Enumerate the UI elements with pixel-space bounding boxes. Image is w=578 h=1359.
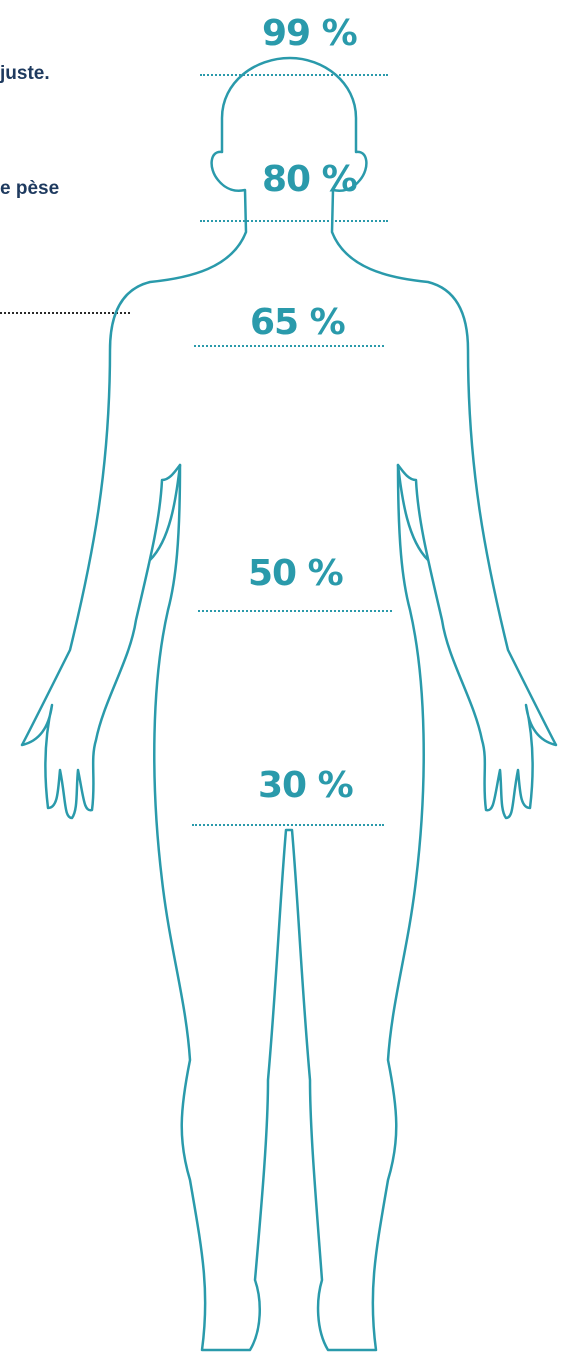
percent-label-80: 80 % <box>262 162 357 198</box>
body-outline-path <box>22 58 556 1350</box>
level-line-65 <box>194 345 384 347</box>
arm-inner-lines <box>150 465 428 560</box>
level-line-99 <box>200 74 388 76</box>
percent-label-65: 65 % <box>250 305 345 341</box>
level-line-30 <box>192 824 384 826</box>
percent-label-99: 99 % <box>262 16 357 52</box>
percent-label-30: 30 % <box>258 768 353 804</box>
percent-label-50: 50 % <box>248 556 343 592</box>
level-line-80 <box>200 220 388 222</box>
level-line-50 <box>198 610 392 612</box>
